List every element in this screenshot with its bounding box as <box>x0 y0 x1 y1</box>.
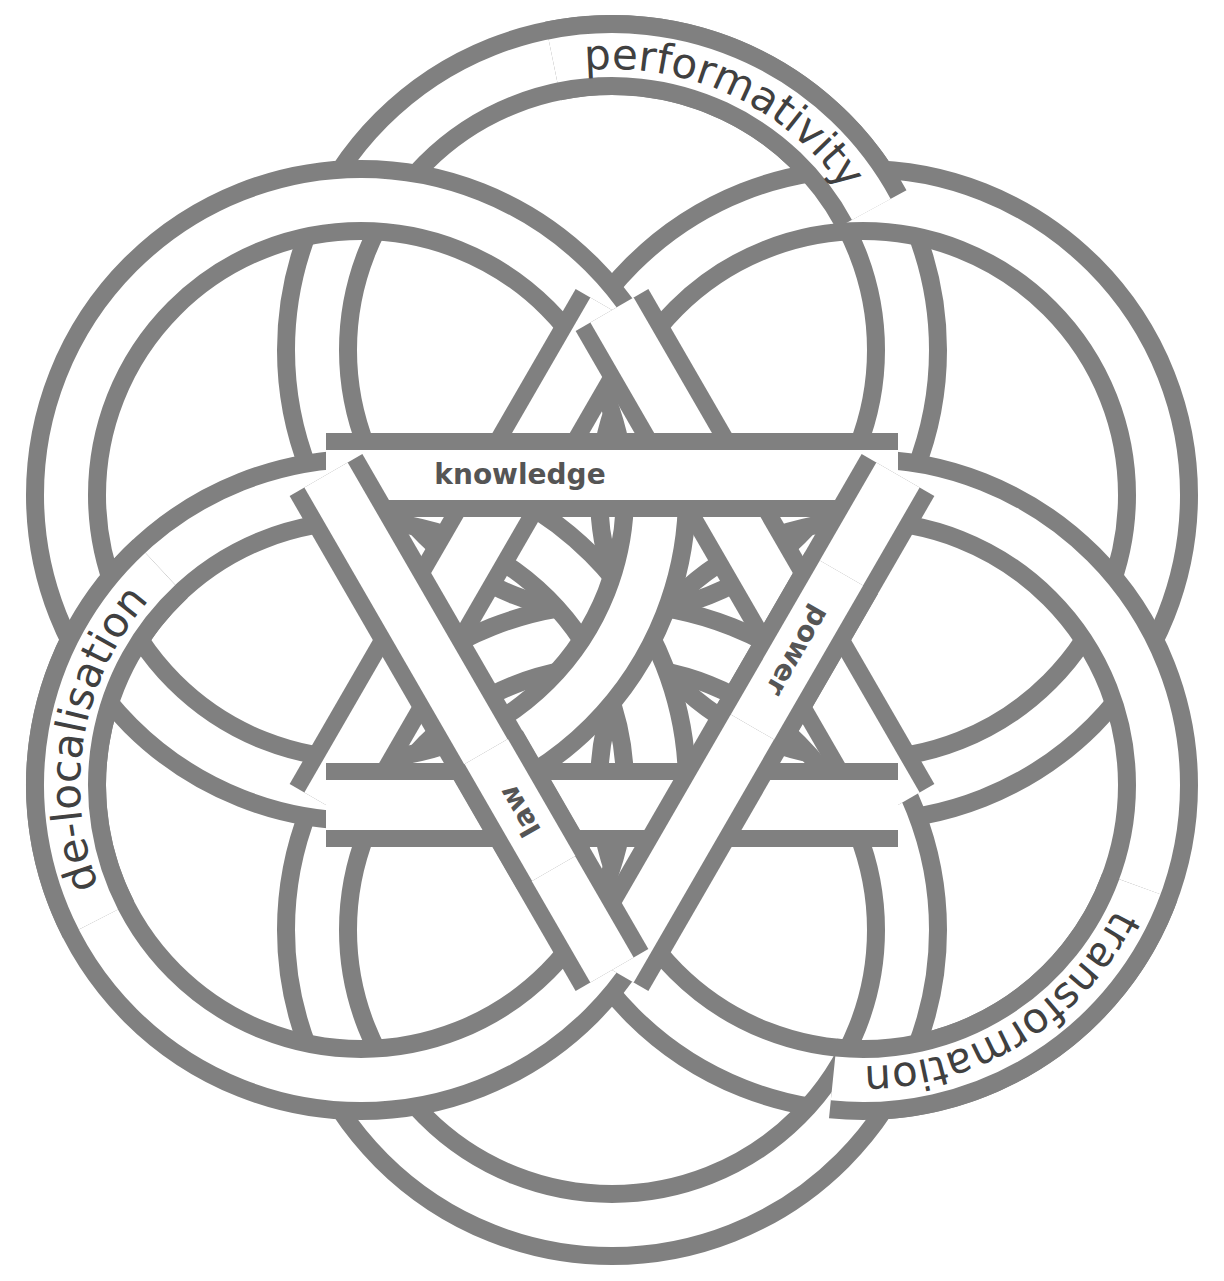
ring-label-layer: performativity <box>272 10 952 690</box>
ring-segment-outline <box>66 569 160 920</box>
band-segment-outline <box>394 433 646 517</box>
ring-segment-outline <box>833 887 1140 1080</box>
band <box>612 475 898 970</box>
ring-label-layer: de-localisation <box>21 445 701 1125</box>
ring-label: transformation <box>863 904 1149 1105</box>
hexagram <box>326 310 898 970</box>
outer-rings <box>66 55 1158 1225</box>
ring-label: performativity <box>583 30 875 197</box>
band-outline <box>326 475 612 970</box>
band-segment <box>486 752 554 869</box>
ring-segment <box>66 569 160 920</box>
ring-label-text: transformation <box>863 904 1149 1105</box>
band-segment-outline <box>753 573 842 727</box>
band <box>326 450 898 500</box>
ring-segment <box>833 887 1140 1080</box>
band <box>326 780 898 830</box>
band-label: law <box>493 779 547 841</box>
band-outline <box>326 433 898 517</box>
hexagram-band: power <box>750 589 845 712</box>
ring-label-layer: transformation <box>523 445 1203 1125</box>
band <box>326 475 612 970</box>
ring-segment <box>553 55 871 209</box>
ring-band: transformation <box>523 445 1203 1125</box>
ring-band: performativity <box>272 10 952 690</box>
ring-label: de-localisation <box>41 576 157 899</box>
band-segment <box>753 573 842 727</box>
label-segments <box>66 55 1140 1080</box>
band-segment <box>394 450 646 500</box>
ring-segment-outline <box>553 55 871 209</box>
band-outline <box>612 475 898 970</box>
hexagram-band: knowledge <box>424 455 616 496</box>
band-label: power <box>759 600 835 700</box>
band-label: knowledge <box>434 460 605 491</box>
band-outline <box>326 763 898 847</box>
ring-band: de-localisation <box>21 445 701 1125</box>
ring-label-text: de-localisation <box>41 576 157 899</box>
hexagram-band: law <box>483 767 556 852</box>
ring-label-text: performativity <box>583 30 875 197</box>
band-segment-outline <box>486 752 554 869</box>
